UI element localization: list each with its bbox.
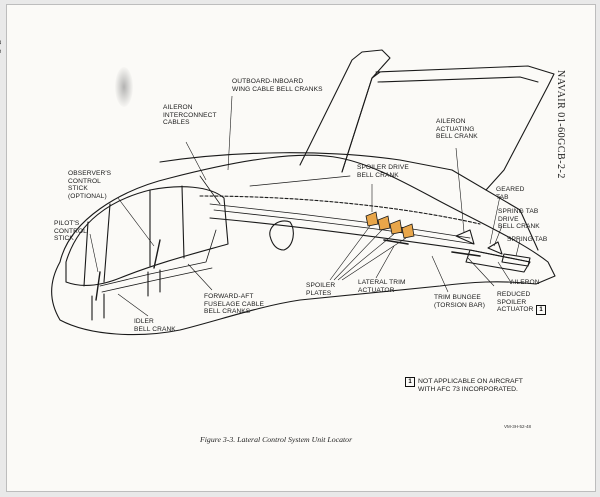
label-lateral-trim: LATERAL TRIM ACTUATOR — [358, 279, 406, 294]
leader-spoiler-4 — [341, 237, 407, 281]
seat-1 — [91, 293, 105, 321]
leader-observer — [117, 197, 155, 247]
leader-interconnect — [185, 141, 207, 181]
horizontal-stabilizer-inner — [377, 76, 539, 83]
wing-leading-edge — [159, 152, 453, 171]
label-outboard-inboard-cranks: OUTBOARD-INBOARD WING CABLE BELL CRANKS — [232, 78, 323, 93]
label-geared-tab: GEARED TAB — [496, 186, 525, 201]
canopy-frame-2 — [181, 185, 185, 259]
leader-aileron-actuating — [455, 147, 465, 233]
label-forward-aft: FORWARD-AFT FUSELAGE CABLE BELL CRANKS — [204, 293, 265, 316]
reduced-spoiler-actuator — [451, 251, 481, 257]
label-aileron-actuating: AILERON ACTUATING BELL CRANK — [436, 118, 478, 141]
figure-caption: Figure 3-3. Lateral Control System Unit … — [200, 435, 353, 444]
horizontal-stabilizer — [375, 65, 555, 191]
vertical-stabilizer — [299, 49, 391, 173]
label-aileron-interconnect: AILERON INTERCONNECT CABLES — [163, 104, 217, 127]
leader-forward-aft — [187, 263, 213, 291]
spoiler-plate-4 — [401, 223, 415, 239]
wing-trailing-edge — [209, 217, 531, 263]
aileron-actuating-crank — [455, 229, 475, 245]
aileron-surface — [465, 249, 531, 273]
leader-idler — [117, 293, 149, 317]
canopy-frame-3 — [103, 203, 111, 283]
label-spoiler-drive: SPOILER DRIVE BELL CRANK — [357, 164, 409, 179]
label-aileron: AILERON — [510, 279, 540, 286]
tail-boom-upper — [341, 71, 381, 173]
reference-code: VM-3H-52-48 — [504, 424, 532, 429]
seat-2 — [147, 269, 161, 297]
fuselage-cable-run-2 — [101, 267, 213, 293]
label-observers-stick: OBSERVER'S CONTROL STICK (OPTIONAL) — [68, 170, 112, 200]
label-spring-tab: SPRING TAB — [507, 236, 548, 243]
spring-tab-crank — [487, 241, 503, 255]
canopy-frame-4 — [83, 221, 89, 287]
document-page — [6, 4, 596, 492]
note-text: NOT APPLICABLE ON AIRCRAFT WITH AFC 73 I… — [418, 378, 523, 394]
label-reduced-spoiler: REDUCED SPOILER ACTUATOR — [497, 291, 534, 314]
pilot-stick — [95, 271, 101, 301]
lateral-trim-actuator — [383, 239, 409, 245]
leader-outboard — [227, 95, 233, 171]
label-idler: IDLER BELL CRANK — [134, 318, 176, 333]
aileron-cable-run-2 — [213, 209, 475, 245]
observer-stick — [153, 239, 161, 269]
aileron-cable-run — [209, 203, 471, 239]
spoiler-plate-1 — [365, 211, 379, 227]
spoiler-plate-2 — [377, 215, 391, 231]
interconnect-cable — [199, 175, 221, 205]
leader-spoiler-2 — [333, 229, 383, 281]
wing-chord-line — [199, 195, 481, 225]
note-1-icon: 1 — [536, 305, 546, 315]
leader-spoiler-1 — [329, 225, 371, 281]
canopy — [65, 186, 229, 287]
label-spoiler-plates: SPOILER PLATES — [306, 282, 336, 297]
label-spring-tab-drive: SPRING TAB DRIVE BELL CRANK — [498, 208, 540, 231]
leader-spoiler-3 — [337, 233, 395, 281]
leader-pilot — [89, 233, 99, 273]
leader-spring-tab — [515, 239, 521, 257]
leader-reduced-spoiler — [467, 257, 495, 287]
spoiler-plate-3 — [389, 219, 403, 235]
fuselage — [51, 154, 556, 336]
outboard-cable — [249, 175, 351, 187]
scan-smudge — [115, 67, 133, 107]
leader-spring-tab-drive — [493, 225, 503, 247]
wing-tip — [451, 169, 539, 251]
label-pilots-stick: PILOT'S CONTROL STICK — [54, 220, 87, 243]
leader-lateral-trim — [375, 245, 395, 279]
fuselage-cable-run — [99, 229, 217, 287]
engine-nacelle — [269, 220, 294, 251]
leader-geared — [489, 195, 501, 245]
label-trim-bungee: TRIM BUNGEE (TORSION BAR) — [434, 294, 486, 309]
leader-aileron — [497, 261, 513, 285]
leader-trim-bungee — [431, 255, 449, 293]
note-icon: 1 — [405, 377, 415, 387]
